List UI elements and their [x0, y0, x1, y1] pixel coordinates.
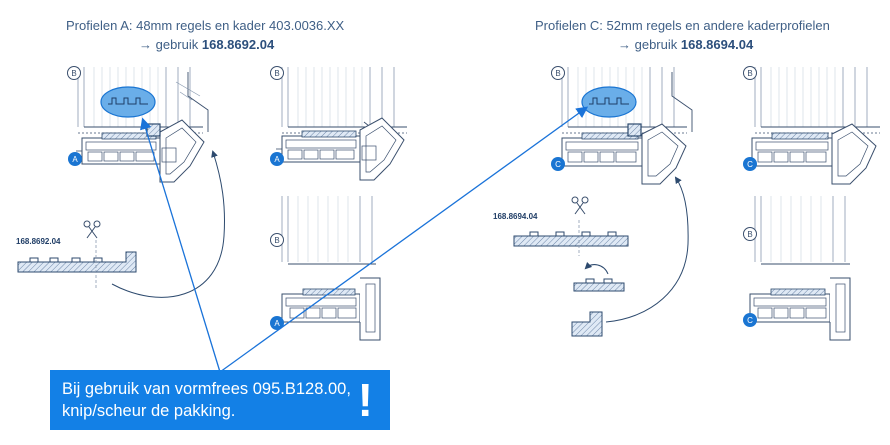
scissors-icon-right [571, 196, 589, 215]
drawing-c-variant-bottom [743, 196, 851, 341]
marker-b: B [274, 236, 279, 245]
marker-b: B [555, 69, 560, 78]
heading-a-line1: Profielen A: 48mm regels en kader 403.00… [66, 18, 345, 33]
part-label-c: 168.8694.04 [493, 212, 538, 221]
callout-pointers [140, 106, 589, 373]
heading-profiles-a: Profielen A: 48mm regels en kader 403.00… [66, 16, 344, 54]
marker-a: A [274, 155, 280, 164]
part-label-a: 168.8692.04 [16, 237, 61, 246]
marker-c: C [555, 160, 561, 169]
drawing-a-original [67, 66, 209, 183]
drawing-c-variant-top [743, 66, 881, 185]
drawing-c-original [551, 66, 693, 185]
callout-line1: Bij gebruik van vormfrees 095.B128.00, [62, 380, 351, 398]
marker-b: B [747, 69, 752, 78]
marker-a: A [72, 155, 78, 164]
callout-line2: knip/scheur de pakking. [62, 402, 236, 420]
marker-letters: B B B B B B A A A C C C [71, 69, 753, 328]
marker-a: A [274, 319, 280, 328]
heading-c-prefix: → gebruik [618, 37, 681, 52]
alert-icon: ! [357, 374, 373, 426]
scissors-icon-left [83, 220, 101, 239]
marker-b: B [71, 69, 76, 78]
marker-c: C [747, 316, 753, 325]
heading-a-code: 168.8692.04 [201, 37, 275, 52]
heading-a-prefix: → gebruik [139, 37, 202, 52]
heading-c-line1: Profielen C: 52mm regels en andere kader… [535, 18, 830, 33]
drawing-a-variant-top [270, 66, 408, 181]
heading-c-line2: → gebruik 168.8694.04 [535, 35, 830, 54]
cut-gasket-c [513, 176, 689, 337]
marker-c: C [747, 160, 753, 169]
marker-b: B [747, 230, 752, 239]
marker-b: B [274, 69, 279, 78]
heading-profiles-c: Profielen C: 52mm regels en andere kader… [535, 16, 830, 54]
heading-a-line2: → gebruik 168.8692.04 [66, 35, 344, 54]
instruction-callout: Bij gebruik van vormfrees 095.B128.00, k… [50, 370, 390, 430]
heading-c-code: 168.8694.04 [680, 37, 754, 52]
cut-gasket-a [17, 150, 225, 298]
